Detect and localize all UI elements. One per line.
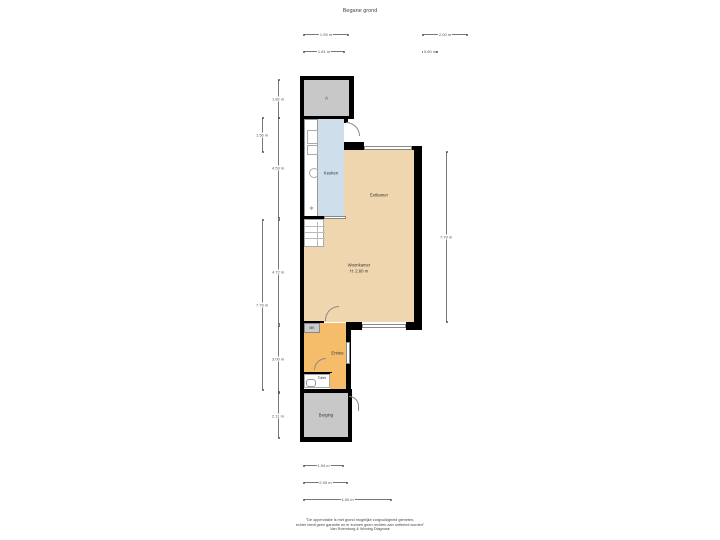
- wall-left: [300, 116, 304, 442]
- room-keuken-label: Keuken: [323, 170, 339, 176]
- dimension-label: 7.79 m: [439, 234, 454, 240]
- window-eetkamer: [364, 146, 412, 150]
- room-eetkamer: Eetkamer: [344, 150, 414, 322]
- wall-right: [414, 146, 422, 328]
- room-toilet-label: Toilet: [317, 376, 326, 380]
- disclaimer-line-2: echter biedt geen garantie en er kunnen …: [295, 522, 425, 527]
- dimension-line: 4.53 m: [271, 117, 286, 219]
- room-woonkamer-label: Woonkamer: [347, 262, 371, 268]
- dimension-label: 0.60 m: [422, 49, 438, 54]
- room-toilet: Toilet: [304, 374, 330, 388]
- front-door: [346, 342, 350, 364]
- dimension-line: 1.81 m: [303, 49, 345, 54]
- dimension-label: 1.94 m: [316, 463, 331, 468]
- dimension-line: 7.79 m: [255, 219, 270, 391]
- dimension-label: 1.81 m: [316, 49, 332, 54]
- dimension-line: 0.60 m: [422, 49, 438, 54]
- dimension-label: 1.82 m: [271, 96, 286, 102]
- floor-title: Begane grond: [342, 8, 378, 14]
- toilet-icon: [306, 379, 316, 387]
- wall-keuken-a: [344, 116, 348, 123]
- room-keuken: Keuken: [318, 119, 344, 217]
- stairs: [304, 219, 325, 247]
- room-eetkamer-label: Eetkamer: [370, 192, 388, 198]
- dimension-label: 4.72 m: [271, 269, 286, 275]
- room-mk: MK: [304, 323, 320, 333]
- dimension-label: 2.11 m: [271, 413, 285, 418]
- window-woonkamer: [362, 324, 406, 328]
- room-entree-top: [320, 323, 346, 333]
- garden-door: [346, 122, 360, 136]
- dimension-label: 4.00 m: [340, 497, 355, 502]
- wall-keuken-bottom: [300, 216, 324, 219]
- fan-icon: ✱: [309, 206, 314, 212]
- dimension-label: 3.00 m: [271, 356, 286, 362]
- woonkamer-door: [325, 306, 339, 321]
- disclaimer: "De oppervlakte is met grond mogelijke z…: [0, 518, 720, 532]
- room-berging-label: Berging: [318, 412, 334, 418]
- dimension-label: 4.53 m: [271, 165, 286, 171]
- room-entree-label: Entree: [331, 350, 344, 356]
- disclaimer-line-3: Van Roemburg & Woning Diagnose: [330, 527, 390, 532]
- room-a: A: [304, 80, 349, 116]
- room-a-label: A: [325, 95, 328, 101]
- berging-door: [349, 396, 359, 411]
- dimension-label: 2.05 m: [318, 480, 333, 485]
- stove-icon: [307, 130, 318, 144]
- dimension-label: 1.99 m: [318, 32, 334, 37]
- wall-woonkamer-bottom-right: [406, 322, 422, 330]
- wall-woonkamer-bottom-left: [346, 322, 362, 330]
- dimension-line: 1.82 m: [271, 79, 286, 119]
- dimension-line: 2.05 m: [303, 480, 348, 485]
- dimension-line: 3.00 m: [271, 325, 286, 393]
- sink-icon: [307, 145, 318, 155]
- dimension-label: 1.56 m: [255, 132, 270, 138]
- dimension-label: 2.00 m: [437, 32, 453, 37]
- disclaimer-line-1: "De oppervlakte is met grond mogelijke z…: [305, 518, 415, 522]
- wall-toilet-top: [304, 372, 332, 374]
- room-mk-label: MK: [309, 326, 315, 330]
- room-entree-bottom: [330, 373, 346, 389]
- dimension-line: 4.00 m: [303, 497, 392, 502]
- dimension-label: 7.79 m: [255, 302, 270, 308]
- kitchen-opening: [324, 216, 346, 219]
- dimension-line: 4.72 m: [271, 219, 286, 325]
- wall-mk-top: [304, 321, 324, 323]
- dimension-line: 7.79 m: [439, 151, 454, 323]
- dimension-line: 1.56 m: [255, 117, 270, 153]
- dimension-line: 2.11 m: [271, 392, 285, 439]
- toilet-door: [314, 358, 326, 370]
- room-berging: Berging: [304, 393, 348, 437]
- dimension-line: 1.94 m: [303, 463, 344, 468]
- kitchen-counter: ✱: [304, 119, 319, 217]
- room-woonkamer-height: H: 2.60 m: [349, 268, 369, 274]
- dimension-line: 2.00 m: [422, 32, 468, 37]
- dimension-line: 1.99 m: [303, 32, 349, 37]
- wall-eetkamer-top-left: [344, 142, 364, 150]
